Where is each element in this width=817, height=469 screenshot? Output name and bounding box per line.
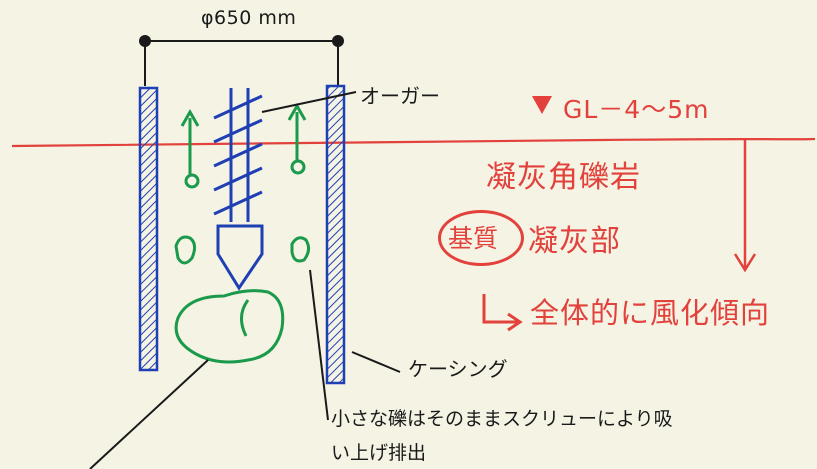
auger-label: オーガー bbox=[360, 84, 440, 108]
dimension-line bbox=[139, 35, 344, 86]
small-gravel-left bbox=[174, 235, 197, 265]
upward-arrow-right bbox=[287, 102, 307, 175]
casing-wall-right bbox=[325, 84, 346, 385]
weathering-label: 全体的に風化傾向 bbox=[530, 296, 771, 330]
depth-arrow bbox=[733, 140, 757, 273]
matrix-badge-circle bbox=[438, 210, 524, 266]
small-gravel-note-line2: い上げ排出 bbox=[331, 442, 427, 464]
large-boulder bbox=[174, 289, 285, 364]
matrix-text-label: 凝灰部 bbox=[528, 224, 621, 259]
small-gravel-note-line1: 小さな礫はそのままスクリューにより吸 bbox=[331, 408, 673, 430]
casing-wall-left bbox=[138, 86, 159, 372]
ground-level-label: GL－4～5m bbox=[563, 95, 710, 124]
ground-level-marker bbox=[532, 96, 552, 114]
upward-arrow-left bbox=[180, 108, 200, 189]
dimension-label: φ650 mm bbox=[201, 7, 297, 29]
small-gravel-right bbox=[290, 236, 311, 263]
ground-level-line bbox=[11, 137, 816, 148]
auger-screw bbox=[213, 88, 264, 291]
matrix-badge-label: 基質 bbox=[448, 224, 499, 253]
leader-lines bbox=[89, 91, 401, 469]
rock-type-label: 凝灰角礫岩 bbox=[486, 160, 641, 195]
weathering-arrow bbox=[482, 294, 523, 332]
casing-label: ケーシング bbox=[408, 357, 508, 381]
